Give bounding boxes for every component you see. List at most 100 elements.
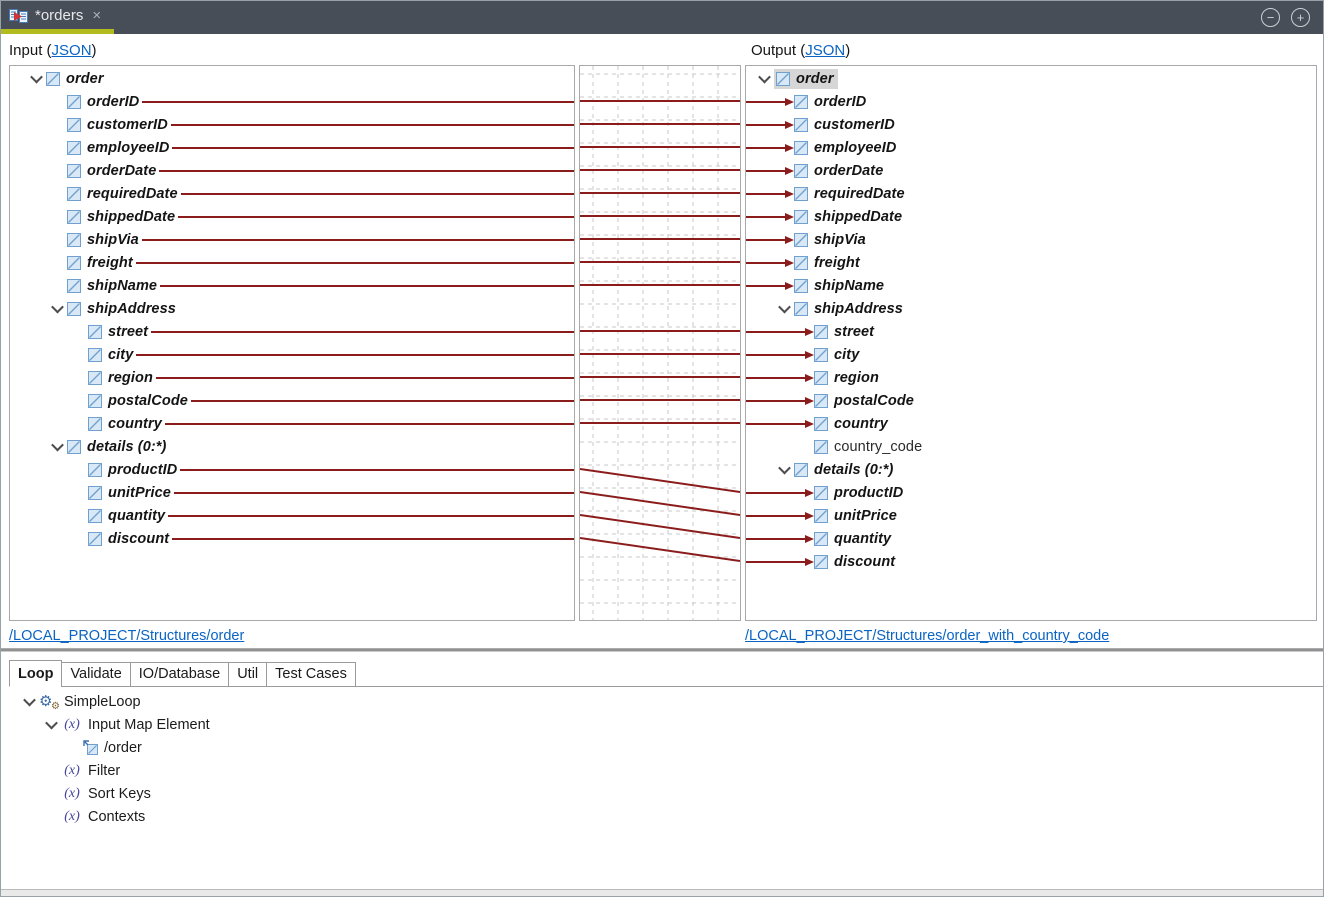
output-row-unitPrice[interactable]: unitPrice xyxy=(746,504,1316,527)
input-row-shipName[interactable]: shipName xyxy=(10,274,574,297)
tab-close-icon[interactable]: × xyxy=(92,7,102,24)
mapping-line[interactable] xyxy=(746,97,794,106)
mapping-canvas[interactable] xyxy=(580,66,740,620)
mapping-line[interactable] xyxy=(164,422,574,425)
horizontal-splitter[interactable] xyxy=(1,648,1323,652)
bottom-tab-validate[interactable]: Validate xyxy=(61,662,131,687)
input-row-discount[interactable]: discount xyxy=(10,527,574,550)
bottom-tab-test-cases[interactable]: Test Cases xyxy=(266,662,356,687)
mapping-line[interactable] xyxy=(746,373,814,382)
output-row-street[interactable]: street xyxy=(746,320,1316,343)
output-row-region[interactable]: region xyxy=(746,366,1316,389)
mapping-line[interactable] xyxy=(160,284,574,287)
input-row-employeeID[interactable]: employeeID xyxy=(10,136,574,159)
mapping-line[interactable] xyxy=(746,166,794,175)
mapping-line[interactable] xyxy=(173,491,574,494)
expander-icon[interactable] xyxy=(774,300,794,314)
output-row-shipAddress[interactable]: shipAddress xyxy=(746,297,1316,320)
input-row-shipAddress[interactable]: shipAddress xyxy=(10,297,574,320)
output-row-city[interactable]: city xyxy=(746,343,1316,366)
expander-icon[interactable] xyxy=(754,70,774,84)
loop-tree-row-simpleloop[interactable]: ⚙⚙SimpleLoop xyxy=(9,690,1321,713)
input-row-requiredDate[interactable]: requiredDate xyxy=(10,182,574,205)
output-row-postalCode[interactable]: postalCode xyxy=(746,389,1316,412)
mapping-line[interactable] xyxy=(142,100,574,103)
output-row-orderDate[interactable]: orderDate xyxy=(746,159,1316,182)
loop-tree-row-contexts[interactable]: (x)Contexts xyxy=(9,805,1321,828)
expander-icon[interactable] xyxy=(26,70,46,84)
mapping-line[interactable] xyxy=(746,235,794,244)
mapping-line[interactable] xyxy=(746,511,814,520)
mapping-line[interactable] xyxy=(170,123,574,126)
mapping-line[interactable] xyxy=(159,169,574,172)
input-row-order[interactable]: order xyxy=(10,67,574,90)
mapping-line[interactable] xyxy=(746,258,794,267)
bottom-tab-loop[interactable]: Loop xyxy=(9,660,63,687)
output-row-shipVia[interactable]: shipVia xyxy=(746,228,1316,251)
input-row-city[interactable]: city xyxy=(10,343,574,366)
output-row-country_code[interactable]: country_code xyxy=(746,435,1316,458)
mapping-line[interactable] xyxy=(746,557,814,566)
mapping-line[interactable] xyxy=(746,396,814,405)
expander-icon[interactable] xyxy=(774,461,794,475)
output-row-discount[interactable]: discount xyxy=(746,550,1316,573)
tab-orders[interactable]: *orders × xyxy=(1,1,114,34)
mapping-line[interactable] xyxy=(746,143,794,152)
output-row-customerID[interactable]: customerID xyxy=(746,113,1316,136)
expander-icon[interactable] xyxy=(47,438,67,452)
mapping-line[interactable] xyxy=(178,215,574,218)
bottom-tab-io-database[interactable]: IO/Database xyxy=(129,662,230,687)
mapping-line[interactable] xyxy=(141,238,574,241)
output-row-quantity[interactable]: quantity xyxy=(746,527,1316,550)
mapping-line[interactable] xyxy=(746,120,794,129)
mapping-line[interactable] xyxy=(172,146,574,149)
mapping-line[interactable] xyxy=(746,488,814,497)
mapping-line[interactable] xyxy=(168,514,574,517)
input-row-quantity[interactable]: quantity xyxy=(10,504,574,527)
output-row-orderID[interactable]: orderID xyxy=(746,90,1316,113)
input-row-unitPrice[interactable]: unitPrice xyxy=(10,481,574,504)
mapping-line[interactable] xyxy=(135,261,574,264)
output-row-order[interactable]: order xyxy=(746,67,1316,90)
input-row-shippedDate[interactable]: shippedDate xyxy=(10,205,574,228)
output-row-shippedDate[interactable]: shippedDate xyxy=(746,205,1316,228)
output-row-shipName[interactable]: shipName xyxy=(746,274,1316,297)
input-row-freight[interactable]: freight xyxy=(10,251,574,274)
output-row-requiredDate[interactable]: requiredDate xyxy=(746,182,1316,205)
mapping-line[interactable] xyxy=(155,376,574,379)
output-row-country[interactable]: country xyxy=(746,412,1316,435)
loop-tree-row-filter[interactable]: (x)Filter xyxy=(9,759,1321,782)
mapping-line[interactable] xyxy=(180,192,574,195)
minimize-icon[interactable]: − xyxy=(1261,8,1280,27)
output-row-freight[interactable]: freight xyxy=(746,251,1316,274)
input-structure-link[interactable]: /LOCAL_PROJECT/Structures/order xyxy=(9,628,245,644)
input-row-productID[interactable]: productID xyxy=(10,458,574,481)
mapping-line[interactable] xyxy=(746,212,794,221)
output-row-employeeID[interactable]: employeeID xyxy=(746,136,1316,159)
mapping-line[interactable] xyxy=(746,327,814,336)
input-row-street[interactable]: street xyxy=(10,320,574,343)
input-row-orderID[interactable]: orderID xyxy=(10,90,574,113)
mapping-line[interactable] xyxy=(746,281,794,290)
mapping-line[interactable] xyxy=(746,534,814,543)
input-row-region[interactable]: region xyxy=(10,366,574,389)
loop-tree-row-sort-keys[interactable]: (x)Sort Keys xyxy=(9,782,1321,805)
input-row-country[interactable]: country xyxy=(10,412,574,435)
loop-tree-row--order[interactable]: /order xyxy=(9,736,1321,759)
bottom-tab-util[interactable]: Util xyxy=(228,662,268,687)
loop-tree-row-input-map-element[interactable]: (x)Input Map Element xyxy=(9,713,1321,736)
input-row-shipVia[interactable]: shipVia xyxy=(10,228,574,251)
maximize-icon[interactable]: + xyxy=(1291,8,1310,27)
mapping-line[interactable] xyxy=(746,189,794,198)
mapping-line[interactable] xyxy=(746,350,814,359)
input-row-orderDate[interactable]: orderDate xyxy=(10,159,574,182)
expander-icon[interactable] xyxy=(19,693,39,707)
mapping-line[interactable] xyxy=(190,399,574,402)
output-row-details[interactable]: details (0:*) xyxy=(746,458,1316,481)
input-format-link[interactable]: JSON xyxy=(51,42,92,59)
expander-icon[interactable] xyxy=(41,716,61,730)
mapping-line[interactable] xyxy=(151,330,574,333)
input-row-postalCode[interactable]: postalCode xyxy=(10,389,574,412)
input-row-customerID[interactable]: customerID xyxy=(10,113,574,136)
expander-icon[interactable] xyxy=(47,300,67,314)
